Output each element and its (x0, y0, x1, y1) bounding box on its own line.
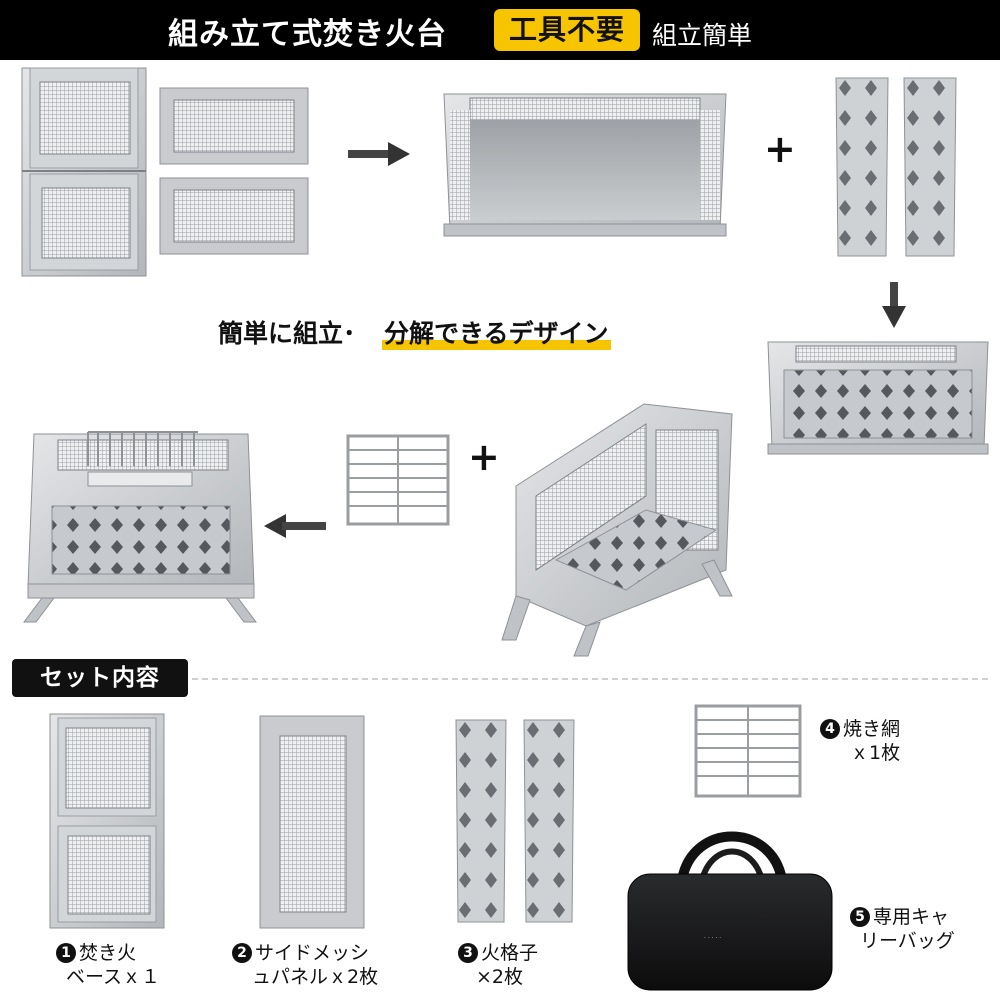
item-2-line1: サイドメッシ (255, 942, 370, 964)
side-panel-image-1 (159, 87, 309, 165)
item-base-image (49, 713, 165, 929)
item-2-number: 2 (232, 943, 252, 963)
header-subtitle: 組立簡単 (652, 21, 753, 50)
item-4-number: 4 (820, 719, 840, 739)
arrow-left-icon (264, 514, 326, 538)
fire-grate-image-1 (835, 77, 889, 257)
plus-icon: + (764, 127, 796, 171)
plus-icon: + (468, 435, 500, 479)
arrow-right-icon (348, 142, 410, 166)
section-label-text: セット内容 (40, 665, 160, 691)
header-badge: 工具不要 (494, 9, 640, 51)
box-with-grates-image (767, 341, 989, 455)
item-carry-bag-image: · · · · · (627, 831, 833, 991)
item-1-line2: ベースｘ１ (66, 965, 161, 988)
item-grill-net-image (694, 704, 802, 798)
item-3-line2: ×2枚 (476, 965, 524, 988)
item-1-number: 1 (56, 943, 76, 963)
caption-text-1: 簡単に組立･ (218, 319, 356, 348)
section-label: セット内容 (12, 659, 188, 697)
header-badge-text: 工具不要 (508, 13, 625, 46)
folded-base-image (21, 67, 147, 277)
side-panel-image-2 (159, 177, 309, 255)
item-5-line2: リーバッグ (860, 929, 955, 952)
finished-stove-image (23, 431, 257, 623)
item-3-line1: 火格子 (481, 942, 539, 964)
header-title: 組み立て式焚き火台 (168, 17, 447, 52)
assembled-box-image (443, 93, 727, 237)
item-fire-grate-image-1 (455, 719, 507, 923)
caption-text-2: 分解できるデザイン (382, 314, 611, 350)
stove-with-legs-image (501, 403, 733, 657)
item-fire-grate-image-2 (523, 719, 575, 923)
section-divider (192, 678, 988, 680)
svg-text:· · · · ·: · · · · · (704, 935, 721, 942)
item-side-panel-image (259, 715, 365, 929)
item-3-number: 3 (458, 943, 478, 963)
item-5-number: 5 (850, 907, 870, 927)
item-5-line1: 専用キャ (873, 906, 950, 928)
fire-grate-image-2 (903, 77, 957, 257)
item-4-line1: 焼き網 (843, 718, 901, 740)
item-1-line1: 焚き火 (79, 942, 137, 964)
item-2-line2: ュパネルｘ2枚 (252, 965, 379, 988)
arrow-down-icon (882, 282, 906, 328)
item-4-line2: ｘ1枚 (850, 741, 901, 764)
grill-net-image (346, 434, 450, 526)
